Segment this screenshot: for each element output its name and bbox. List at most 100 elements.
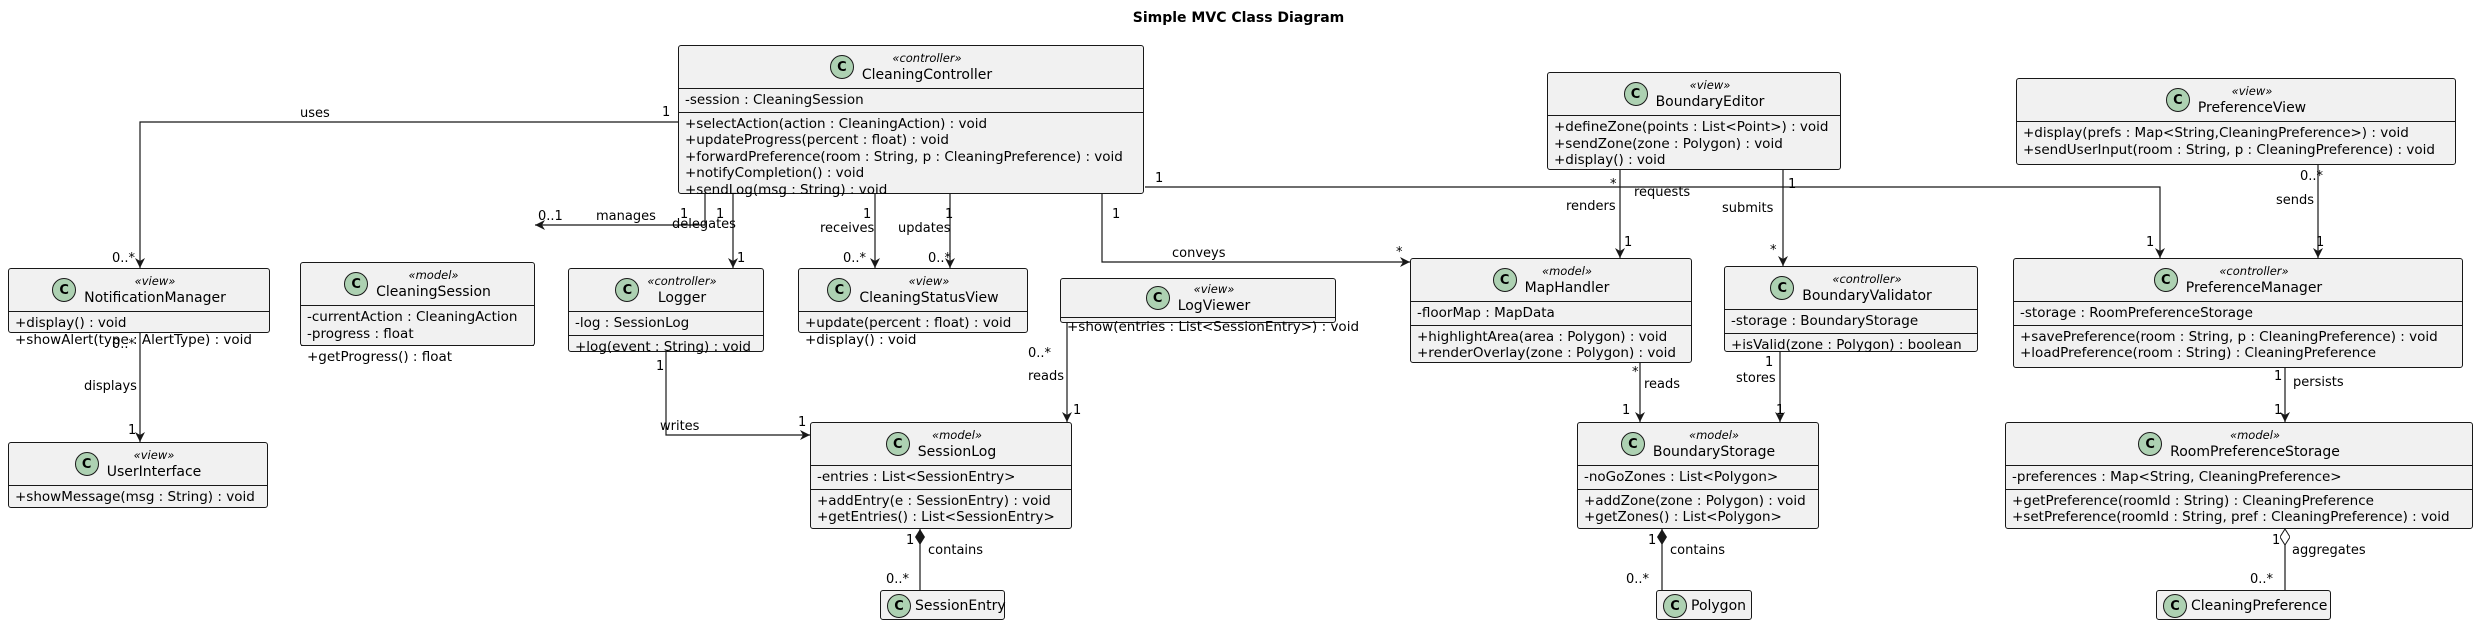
mult-contains-log-from: 1 — [906, 533, 915, 548]
mult-contains-poly-to: 0..* — [1626, 572, 1650, 587]
label-sends: sends — [2276, 193, 2315, 208]
class-method: +selectAction(action : CleaningAction) :… — [685, 115, 988, 132]
class-method: +display() : void — [1554, 152, 1666, 168]
class-name: PreferenceView — [2197, 100, 2307, 116]
class-icon: C — [615, 278, 640, 302]
class-boundary-validator[interactable]: C «controller»BoundaryValidator -storage… — [1724, 266, 1978, 353]
class-stereotype: «model» — [2229, 428, 2280, 442]
class-session-entry[interactable]: C SessionEntry — [880, 590, 1006, 620]
mult-reads-map-to: 1 — [1622, 403, 1631, 418]
class-icon: C — [2138, 432, 2163, 456]
mult-displays-to: 1 — [128, 423, 137, 438]
class-icon: C — [2165, 88, 2190, 112]
class-method: +display() : void — [805, 331, 917, 348]
class-icon: C — [344, 272, 369, 296]
class-method: +show(entries : List<SessionEntry>) : vo… — [1067, 319, 1360, 335]
class-field: -log : SessionLog — [575, 315, 690, 331]
class-icon: C — [829, 55, 854, 79]
class-icon: C — [1663, 594, 1687, 618]
mult-reads-from: 0..* — [1028, 346, 1052, 361]
label-reads: reads — [1028, 369, 1065, 384]
label-persists: persists — [2293, 375, 2344, 390]
class-polygon[interactable]: C Polygon — [1656, 590, 1752, 620]
mult-sends-from: 0..* — [2300, 169, 2324, 184]
class-notification-manager[interactable]: C «view»NotificationManager +display() :… — [8, 268, 270, 348]
class-preference-manager[interactable]: C «controller»PreferenceManager -storage… — [2013, 258, 2463, 368]
class-method: +showAlert(type : AlertType) : void — [15, 331, 253, 348]
mult-updates-from: 1 — [945, 207, 954, 222]
class-name: CleaningController — [861, 67, 993, 83]
mult-contains-log-to: 0..* — [886, 572, 910, 587]
class-field: -preferences : Map<String, CleaningPrefe… — [2012, 469, 2342, 485]
class-method: +loadPreference(room : String) : Cleanin… — [2020, 345, 2377, 361]
class-map-handler[interactable]: C «model»MapHandler -floorMap : MapData … — [1410, 258, 1692, 363]
class-boundary-editor[interactable]: C «view»BoundaryEditor +defineZone(point… — [1547, 72, 1841, 170]
class-method: +getPreference(roomId : String) : Cleani… — [2012, 492, 2374, 509]
class-method: +showMessage(msg : String) : void — [15, 489, 255, 505]
class-stereotype: «view» — [134, 274, 176, 288]
class-icon: C — [885, 432, 910, 456]
class-session-log[interactable]: C «model»SessionLog -entries : List<Sess… — [810, 422, 1072, 529]
mult-reads-to: 1 — [1073, 403, 1082, 418]
class-boundary-storage[interactable]: C «model»BoundaryStorage -noGoZones : Li… — [1577, 422, 1819, 529]
mult-updates-to: 0..* — [928, 251, 952, 266]
class-field: -progress : float — [307, 325, 414, 342]
class-room-preference-storage[interactable]: C «model» RoomPreferenceStorage -preferen… — [2005, 422, 2473, 529]
class-name: CleaningStatusView — [859, 290, 999, 306]
class-name: CleaningPreference — [2191, 598, 2328, 614]
class-name: RoomPreferenceStorage — [2170, 444, 2340, 460]
mult-forwards-to: 1 — [2146, 235, 2155, 250]
label-stores: stores — [1736, 371, 1776, 386]
class-field: -currentAction : CleaningAction — [307, 309, 518, 325]
mult-uses-to: 0..* — [112, 251, 136, 266]
class-stereotype: «controller» — [2219, 264, 2289, 278]
class-stereotype: «view» — [2231, 84, 2273, 98]
mult-renders-from: * — [1610, 177, 1617, 192]
class-cleaning-session[interactable]: C «model»CleaningSession -currentAction … — [300, 262, 535, 365]
class-preference-view[interactable]: C «view»PreferenceView +display(prefs : … — [2016, 78, 2456, 165]
class-stereotype: «controller» — [647, 274, 717, 288]
class-method: +highlightArea(area : Polygon) : void — [1417, 328, 1668, 345]
class-stereotype: «model» — [408, 268, 459, 282]
class-cleaning-controller[interactable]: C «controller»CleaningController -sessio… — [678, 45, 1144, 198]
class-name: NotificationManager — [84, 290, 226, 306]
class-user-interface[interactable]: C «view»UserInterface +showMessage(msg :… — [8, 442, 268, 508]
mult-stores-to: 1 — [1776, 403, 1785, 418]
class-method: +addEntry(e : SessionEntry) : void — [817, 492, 1051, 509]
class-method: +sendZone(zone : Polygon) : void — [1554, 135, 1783, 152]
class-method: +forwardPreference(room : String, p : Cl… — [685, 148, 1123, 165]
mult-contains-poly-from: 1 — [1648, 533, 1657, 548]
edge-writes — [665, 352, 810, 440]
class-cleaning-preference[interactable]: C CleaningPreference — [2156, 590, 2331, 620]
class-icon: C — [74, 452, 99, 476]
mult-receives-from: 1 — [863, 207, 872, 222]
class-method: +getZones() : List<Polygon> — [1584, 509, 1782, 525]
label-contains-log: contains — [928, 543, 984, 558]
label-delegates: delegates — [672, 217, 736, 232]
class-field: -floorMap : MapData — [1417, 305, 1555, 321]
class-method: +log(event : String) : void — [575, 338, 751, 355]
label-writes: writes — [660, 419, 700, 434]
class-name: SessionLog — [917, 444, 997, 460]
class-name: UserInterface — [106, 464, 202, 480]
class-cleaning-status-view[interactable]: C «view»CleaningStatusView +update(perce… — [798, 268, 1028, 348]
class-log-viewer[interactable]: C «view»LogViewer +show(entries : List<S… — [1060, 278, 1359, 335]
class-field: -storage : BoundaryStorage — [1731, 313, 1919, 329]
label-updates: updates — [898, 221, 951, 236]
class-stereotype: «controller» — [1832, 272, 1902, 286]
label-renders: renders — [1566, 199, 1616, 214]
class-field: -noGoZones : List<Polygon> — [1584, 469, 1779, 485]
class-icon: C — [827, 278, 852, 302]
class-stereotype: «view» — [1689, 78, 1731, 92]
mult-writes-from: 1 — [656, 359, 665, 374]
edge-uses — [135, 121, 678, 268]
class-logger[interactable]: C «controller»Logger -log : SessionLog +… — [568, 268, 764, 355]
class-stereotype: «view» — [908, 274, 950, 288]
mult-delegates-from: 1 — [716, 207, 725, 222]
class-method: +sendUserInput(room : String, p : Cleani… — [2023, 141, 2435, 158]
class-method: +addZone(zone : Polygon) : void — [1584, 492, 1806, 509]
mult-persists-to: 1 — [2274, 403, 2283, 418]
class-icon: C — [2163, 594, 2187, 618]
edge-forwards — [1145, 186, 2165, 258]
class-name: BoundaryEditor — [1655, 94, 1765, 110]
